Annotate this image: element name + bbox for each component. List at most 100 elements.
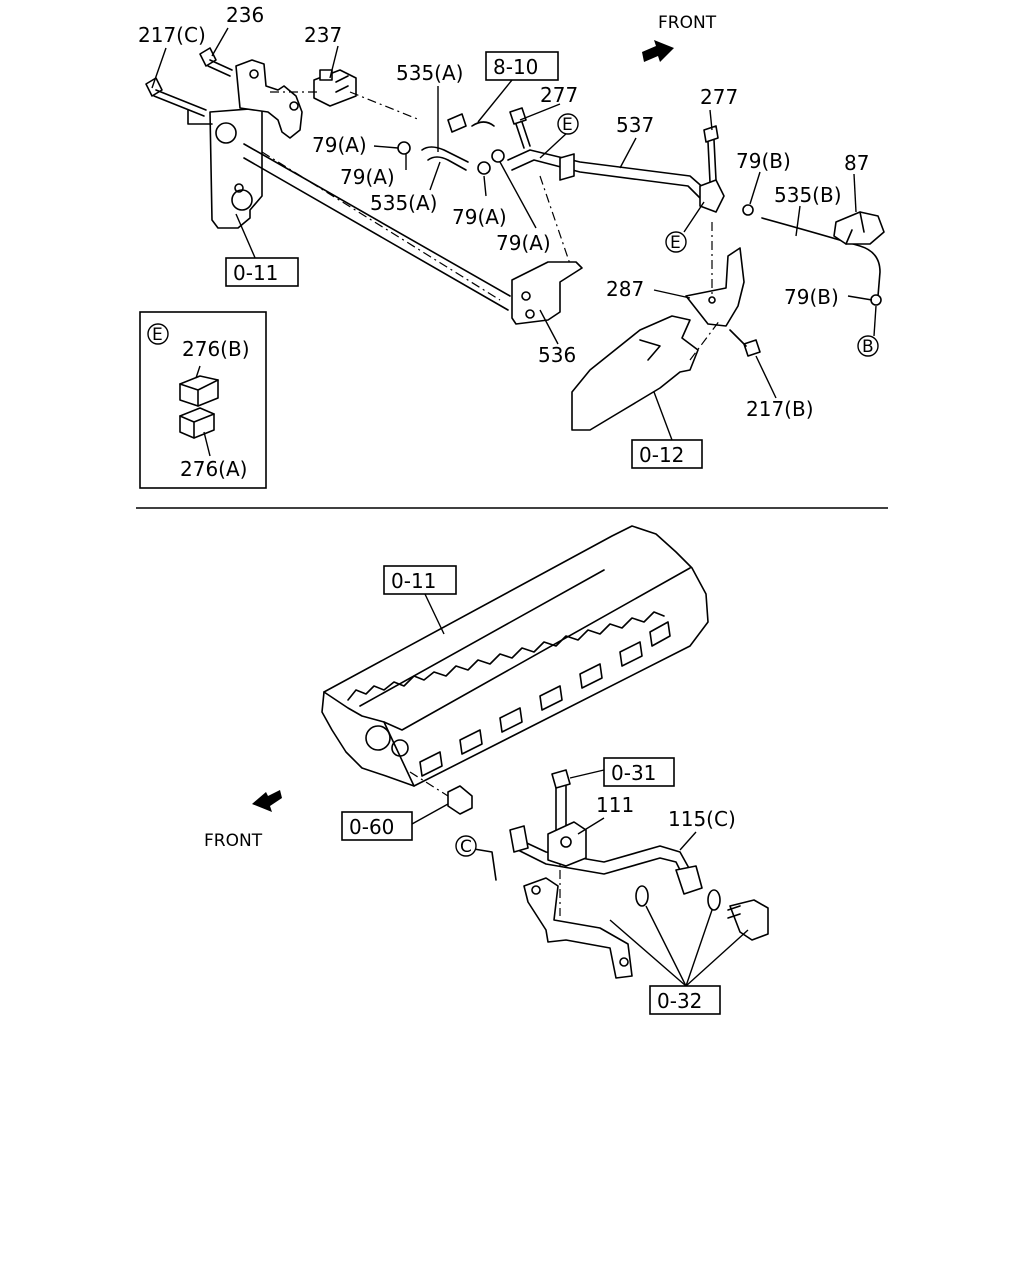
ref-box-0-32 bbox=[649, 985, 721, 1015]
ref-0-32: 0-32 bbox=[657, 989, 702, 1013]
plate-notch bbox=[639, 339, 661, 361]
callout-79b-1: 79(B) bbox=[736, 149, 791, 173]
bottom-assembly: C FRONT 0-11 0-31 0-60 111 115(C) 0-32 bbox=[204, 525, 769, 1015]
leader-lines-bottom bbox=[411, 591, 749, 987]
bracket-236 bbox=[235, 59, 303, 139]
part-276a bbox=[179, 407, 215, 439]
inset-circle-e bbox=[147, 323, 169, 345]
clip-87 bbox=[833, 211, 885, 245]
switch-237 bbox=[313, 69, 357, 107]
callout-535a-top: 535(A) bbox=[396, 61, 463, 85]
pipe-clip bbox=[559, 153, 575, 181]
clamp-79b bbox=[870, 294, 882, 306]
bolt-236 bbox=[199, 47, 233, 77]
front-label-top: FRONT bbox=[658, 13, 717, 33]
callout-236: 236 bbox=[226, 3, 264, 27]
bracket-hole bbox=[215, 122, 237, 144]
part-276b bbox=[179, 375, 219, 407]
callout-277-left: 277 bbox=[540, 83, 578, 107]
pipe-537 bbox=[507, 149, 707, 191]
plug-0-60 bbox=[409, 771, 473, 815]
ref-box-0-11-bottom bbox=[383, 565, 457, 595]
clamp-79b bbox=[742, 204, 754, 216]
callout-79a-4: 79(A) bbox=[496, 231, 551, 255]
bolt-0-31 bbox=[551, 769, 571, 916]
left-bracket bbox=[209, 107, 263, 229]
bolt-217b bbox=[729, 329, 761, 357]
ref-0-11-top: 0-11 bbox=[233, 261, 278, 285]
bracket-tab bbox=[187, 109, 213, 125]
ref-8-10: 8-10 bbox=[493, 55, 538, 79]
ref-0-11-bottom: 0-11 bbox=[391, 569, 436, 593]
leader-lines-top bbox=[151, 27, 877, 441]
ref-box-8-10 bbox=[485, 51, 559, 81]
callout-277-right: 277 bbox=[700, 85, 738, 109]
inset-letter-e: E bbox=[152, 325, 163, 345]
washer-0-32 bbox=[707, 889, 721, 911]
front-arrow-bottom-icon bbox=[252, 790, 282, 812]
front-label-bottom: FRONT bbox=[204, 831, 263, 851]
pipe-537-edge bbox=[511, 159, 703, 201]
ref-box-0-11-top bbox=[225, 257, 299, 287]
clamp-79a bbox=[491, 149, 505, 163]
pipe-115c bbox=[509, 825, 703, 895]
hose-connector bbox=[447, 113, 467, 133]
callout-79a-1: 79(A) bbox=[312, 133, 367, 157]
cylinder-head bbox=[321, 525, 709, 787]
callout-217c: 217(C) bbox=[138, 23, 206, 47]
bracket-536 bbox=[511, 175, 583, 325]
bolt-217c bbox=[145, 77, 207, 117]
circle-e-top bbox=[557, 113, 579, 135]
hose-535b bbox=[761, 217, 881, 297]
callout-217b: 217(B) bbox=[746, 397, 814, 421]
callout-79a-2: 79(A) bbox=[340, 165, 395, 189]
callout-535b: 535(B) bbox=[774, 183, 842, 207]
ref-box-0-60 bbox=[341, 811, 413, 841]
circle-c bbox=[455, 835, 477, 857]
rail-rod bbox=[243, 143, 511, 311]
rail-centerline bbox=[261, 151, 501, 301]
clamp-79a bbox=[477, 161, 491, 175]
ref-box-0-31 bbox=[603, 757, 675, 787]
leader-276b bbox=[195, 365, 201, 379]
callout-536: 536 bbox=[538, 343, 576, 367]
callout-79b-2: 79(B) bbox=[784, 285, 839, 309]
callout-111: 111 bbox=[596, 793, 634, 817]
letter-b: B bbox=[862, 337, 874, 357]
bracket-hole bbox=[234, 183, 244, 193]
letter-e-mid: E bbox=[670, 233, 681, 253]
plate-0-12 bbox=[571, 315, 699, 431]
bracket-hole bbox=[249, 69, 259, 79]
circle-e-mid bbox=[665, 231, 687, 253]
ref-0-31: 0-31 bbox=[611, 761, 656, 785]
callout-115c: 115(C) bbox=[668, 807, 736, 831]
bracket-hole bbox=[289, 101, 299, 111]
ref-box-0-12 bbox=[631, 439, 703, 469]
plate-bracket bbox=[523, 877, 633, 979]
leader-276a bbox=[203, 431, 211, 457]
bracket-287 bbox=[685, 222, 745, 327]
callout-276a: 276(A) bbox=[180, 457, 247, 481]
clamp-79a bbox=[397, 141, 411, 155]
letter-e-top: E bbox=[562, 115, 573, 135]
bracket-111 bbox=[547, 821, 587, 867]
callout-535a-mid: 535(A) bbox=[370, 191, 437, 215]
hose-8-10 bbox=[471, 121, 495, 127]
top-assembly: FRONT bbox=[138, 3, 885, 489]
switch-dashline bbox=[270, 91, 421, 121]
plate-dashline bbox=[689, 319, 721, 361]
hose-535a-edge bbox=[427, 156, 467, 171]
front-arrow-top-icon bbox=[642, 40, 674, 62]
ref-0-60: 0-60 bbox=[349, 815, 394, 839]
callout-537: 537 bbox=[616, 113, 654, 137]
callout-79a-3: 79(A) bbox=[452, 205, 507, 229]
callout-287: 287 bbox=[606, 277, 644, 301]
callout-276b: 276(B) bbox=[182, 337, 250, 361]
ref-0-12: 0-12 bbox=[639, 443, 684, 467]
hose-535a bbox=[421, 146, 469, 163]
callout-237: 237 bbox=[304, 23, 342, 47]
bolt-277-left bbox=[509, 107, 531, 149]
callout-87: 87 bbox=[844, 151, 869, 175]
washer-0-32 bbox=[635, 885, 649, 907]
